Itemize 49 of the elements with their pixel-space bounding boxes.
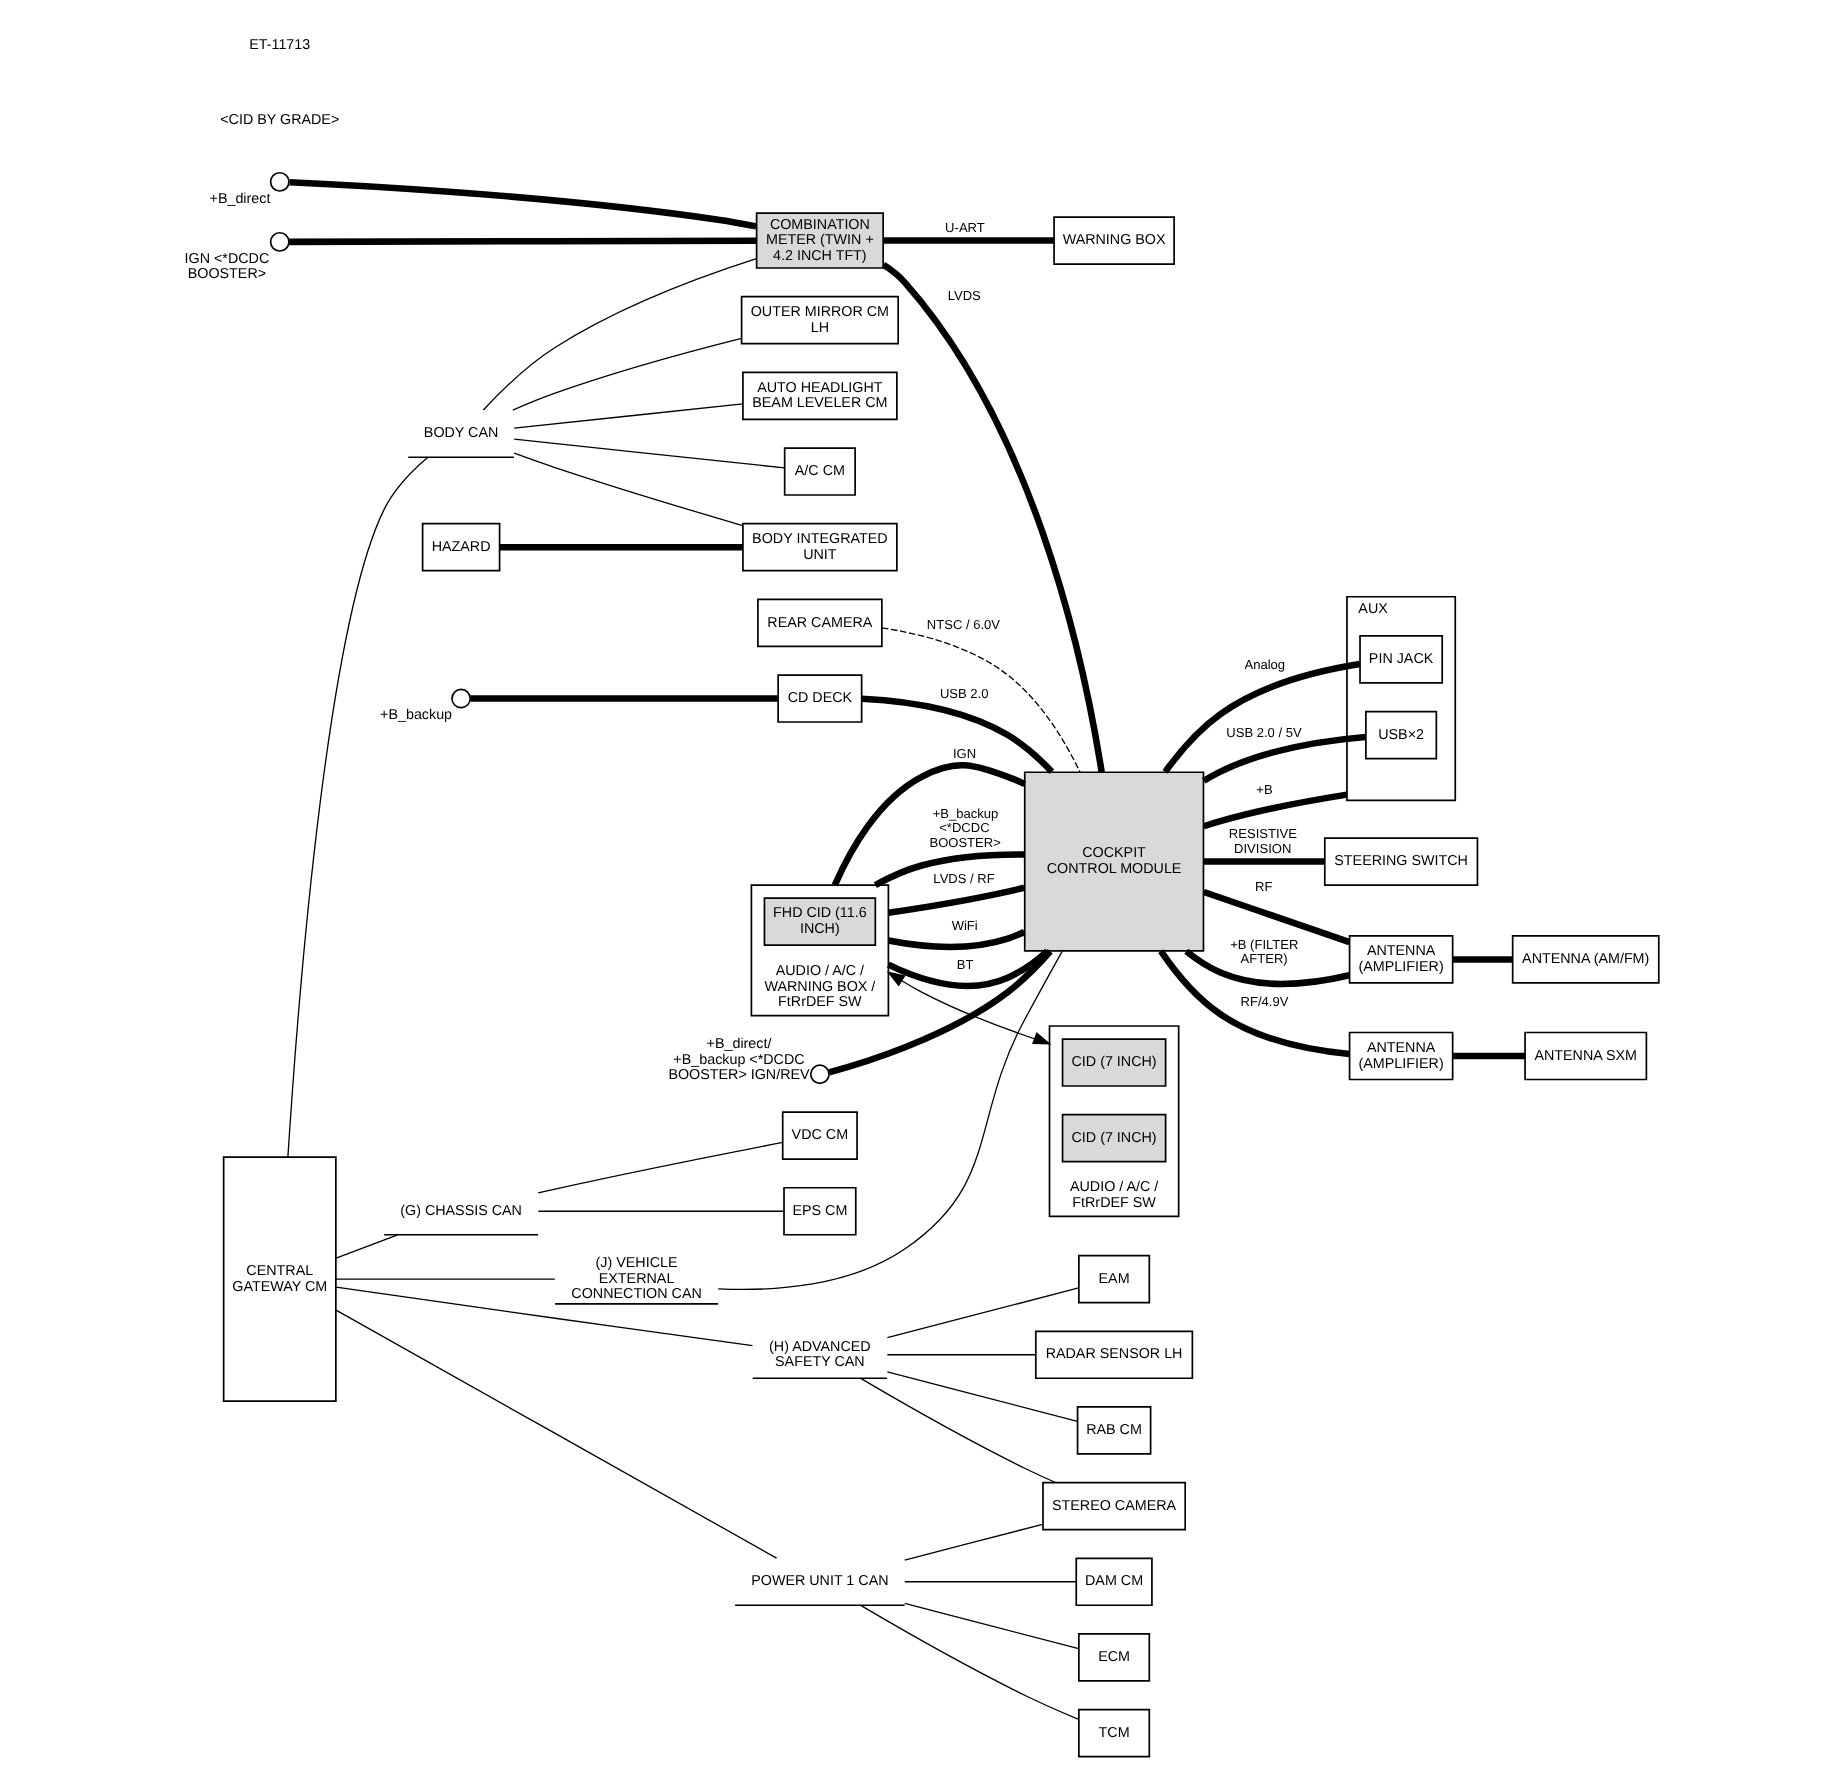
connector [335,1234,399,1259]
node-circle [269,231,290,252]
connector [1158,949,1350,1058]
connector [537,1141,784,1194]
connector [886,1371,1079,1422]
connector [904,1602,1080,1650]
connector [482,258,758,411]
connector [1202,733,1367,784]
node-circle [809,1064,830,1085]
connector [886,1287,1080,1339]
connector [873,851,1025,888]
connector [1453,1052,1525,1060]
arrow [886,971,1052,1045]
connector [883,237,1054,244]
node-circle [269,171,290,192]
connector [335,1278,556,1280]
connector [512,337,743,411]
node-circle [451,688,472,709]
connector [904,1581,1077,1583]
connector [1203,858,1325,865]
connector [717,950,1063,1291]
connector [887,948,1050,989]
connector [886,1354,1037,1356]
connector [287,456,429,1158]
connector [861,695,1055,775]
connector [887,928,1026,951]
connector [1202,791,1348,830]
connector [513,438,786,469]
connector [1453,956,1513,963]
connector [881,627,1081,773]
connector [831,762,1027,887]
connector [1162,660,1361,774]
connector [537,1210,785,1212]
connector [335,1286,754,1347]
connector [335,1309,778,1559]
connector [904,1523,1044,1561]
connector [289,178,757,230]
connector [499,543,743,551]
connector [513,403,744,429]
connector [513,452,744,527]
connector [828,949,1053,1076]
connector [289,237,757,246]
connector [860,1604,1080,1720]
connector [887,884,1025,916]
connector [1202,888,1351,946]
connector [881,262,1105,773]
connector [1184,948,1351,987]
connector [860,1377,1057,1484]
connector [470,695,778,702]
